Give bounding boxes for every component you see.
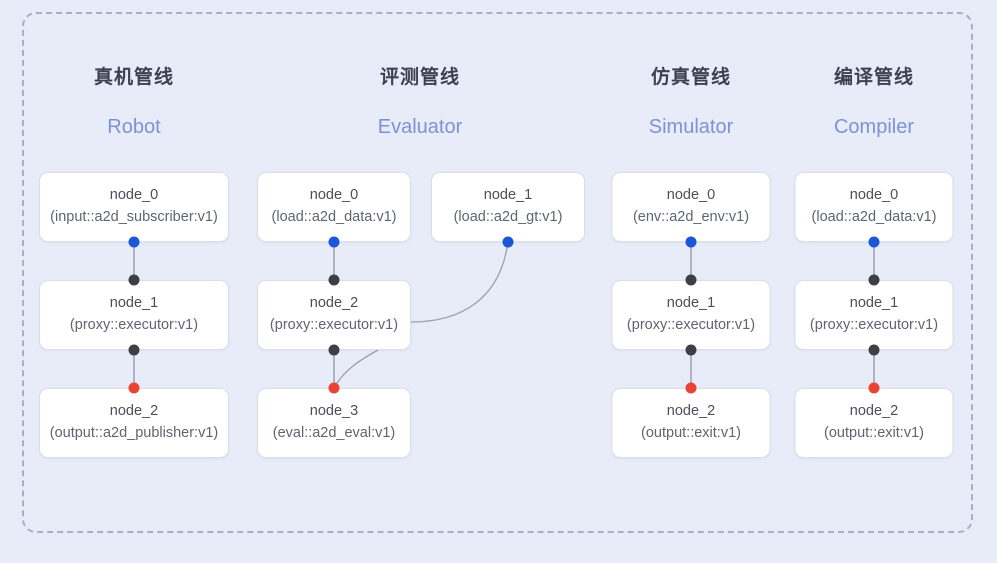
node-evaluator-node_2[interactable]: node_2(proxy::executor:v1) [257,280,411,350]
column-title-cn-simulator: 仿真管线 [650,67,732,88]
column-header-robot: 真机管线 Robot [94,62,174,139]
column-header-compiler: 编译管线 Compiler [834,62,914,139]
port-intermediate-compiler-node_1-top[interactable] [868,274,880,286]
port-intermediate-simulator-node_1-bottom[interactable] [685,344,697,356]
column-header-evaluator: 评测管线 Evaluator [378,62,463,139]
node-evaluator-node_3[interactable]: node_3(eval::a2d_eval:v1) [257,388,411,458]
node-evaluator-node_0[interactable]: node_0(load::a2d_data:v1) [257,172,411,242]
column-title-cn-evaluator: 评测管线 [379,67,460,88]
port-source-evaluator-node_1-bottom[interactable] [502,236,514,248]
node-name-label: node_2 [666,403,716,420]
node-name-label: node_1 [109,295,159,312]
port-intermediate-robot-node_1-bottom[interactable] [128,344,140,356]
edge-evaluator-node_2-to-evaluator-node_3 [333,349,379,389]
node-name-label: node_0 [309,187,359,204]
port-source-evaluator-node_0-bottom[interactable] [328,236,340,248]
port-source-simulator-node_0-bottom[interactable] [685,236,697,248]
port-source-compiler-node_0-bottom[interactable] [868,236,880,248]
node-simulator-node_0[interactable]: node_0(env::a2d_env:v1) [611,172,771,242]
node-type-label: (eval::a2d_eval:v1) [272,425,396,441]
node-type-label: (load::a2d_data:v1) [811,209,937,225]
node-name-label: node_1 [849,295,899,312]
node-robot-node_0[interactable]: node_0(input::a2d_subscriber:v1) [39,172,229,242]
node-robot-node_1[interactable]: node_1(proxy::executor:v1) [39,280,229,350]
node-evaluator-node_1[interactable]: node_1(load::a2d_gt:v1) [431,172,585,242]
node-robot-node_2[interactable]: node_2(output::a2d_publisher:v1) [39,388,229,458]
node-name-label: node_2 [309,295,359,312]
node-type-label: (output::exit:v1) [824,425,924,441]
column-title-en-simulator: Simulator [648,116,734,138]
port-sink-robot-node_2-top[interactable] [128,382,140,394]
node-simulator-node_2[interactable]: node_2(output::exit:v1) [611,388,771,458]
port-source-robot-node_0-bottom[interactable] [128,236,140,248]
edge-evaluator-node_1-to-evaluator-node_2 [410,241,509,323]
node-simulator-node_1[interactable]: node_1(proxy::executor:v1) [611,280,771,350]
port-intermediate-evaluator-node_2-top[interactable] [328,274,340,286]
node-type-label: (output::exit:v1) [641,425,741,441]
column-title-cn-robot: 真机管线 [93,67,175,88]
port-intermediate-compiler-node_1-bottom[interactable] [868,344,880,356]
node-name-label: node_2 [109,403,159,420]
node-type-label: (proxy::executor:v1) [269,317,399,333]
node-compiler-node_1[interactable]: node_1(proxy::executor:v1) [794,280,954,350]
node-type-label: (proxy::executor:v1) [626,317,756,333]
node-type-label: (input::a2d_subscriber:v1) [50,209,218,225]
node-type-label: (env::a2d_env:v1) [632,209,750,225]
node-name-label: node_0 [109,187,159,204]
port-sink-compiler-node_2-top[interactable] [868,382,880,394]
node-compiler-node_2[interactable]: node_2(output::exit:v1) [794,388,954,458]
port-sink-simulator-node_2-top[interactable] [685,382,697,394]
node-compiler-node_0[interactable]: node_0(load::a2d_data:v1) [794,172,954,242]
node-name-label: node_3 [309,403,359,420]
node-name-label: node_1 [483,187,533,204]
node-type-label: (output::a2d_publisher:v1) [49,425,219,441]
node-name-label: node_2 [849,403,899,420]
node-type-label: (load::a2d_gt:v1) [453,209,563,225]
column-title-en-robot: Robot [107,116,161,138]
node-type-label: (proxy::executor:v1) [809,317,939,333]
column-title-cn-compiler: 编译管线 [833,67,914,88]
node-name-label: node_0 [666,187,716,204]
node-type-label: (load::a2d_data:v1) [271,209,397,225]
column-title-en-evaluator: Evaluator [377,116,463,138]
port-intermediate-evaluator-node_2-bottom[interactable] [328,344,340,356]
port-intermediate-simulator-node_1-top[interactable] [685,274,697,286]
port-intermediate-robot-node_1-top[interactable] [128,274,140,286]
column-title-en-compiler: Compiler [833,116,915,138]
column-header-simulator: 仿真管线 Simulator [649,62,733,139]
node-name-label: node_1 [666,295,716,312]
node-name-label: node_0 [849,187,899,204]
port-sink-evaluator-node_3-top[interactable] [328,382,340,394]
node-type-label: (proxy::executor:v1) [69,317,199,333]
